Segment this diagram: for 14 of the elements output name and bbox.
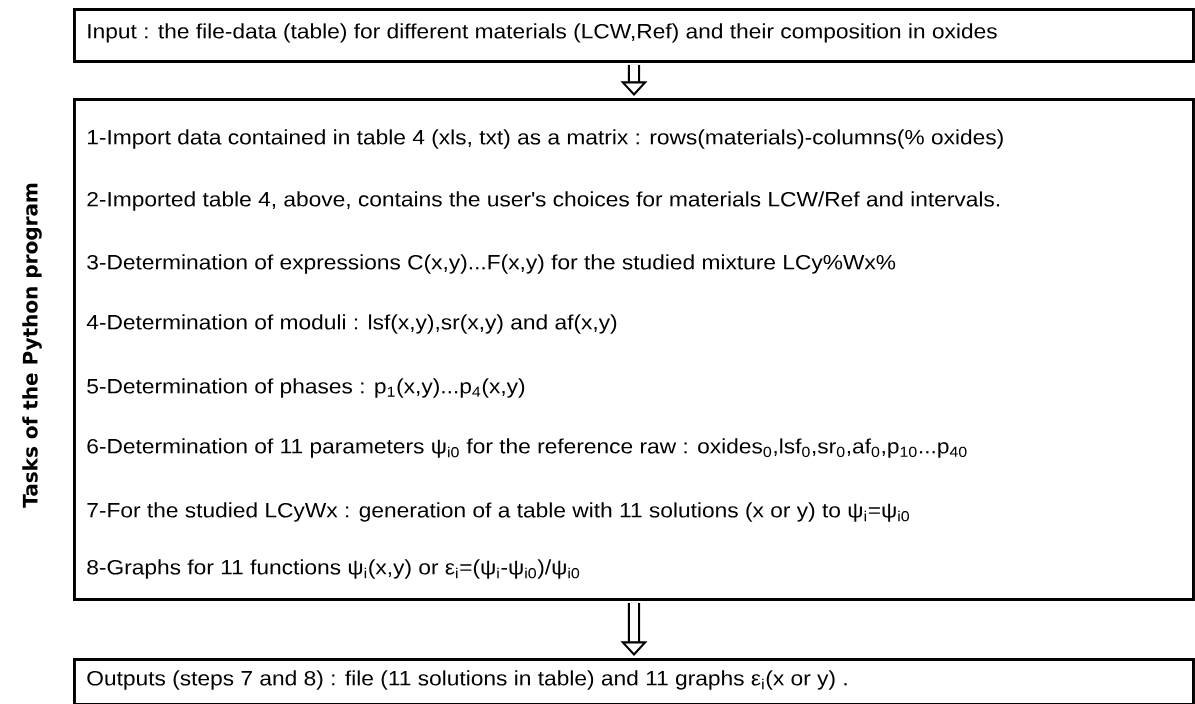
step-text: 8-Graphs for 11 functions ψ$_{i}$(x,y) or ε$_{i}$=(ψ$_{i}$-ψ$_{i0}$)/ψ$_{i0}$ bbox=[87, 559, 580, 579]
step-text: 1-Import data contained in table 4 (xls, txt) as a matrix : rows(materials)-columns(% oxides) bbox=[88, 129, 1003, 149]
side-label: Tasks of the Python program bbox=[22, 183, 42, 508]
process-box bbox=[73, 98, 1195, 601]
input-box bbox=[73, 8, 1195, 63]
step-text: 6-Determination of 11 parameters ψ$_{i0}$ for the reference raw : oxides$_{0}$,lsf$_{0}$,sr$_{0}$,af$_{0}$,p$_{10}$...p$_{40}$ bbox=[87, 438, 967, 458]
step-text: Outputs (steps 7 and 8) : file (11 solutions in table) and 11 graphs ε$_{i}$(x or y) . bbox=[87, 670, 847, 690]
step-text: Input : the file-data (table) for different materials (LCW,Ref) and their composition in oxides bbox=[88, 23, 997, 43]
output-box bbox=[73, 658, 1195, 704]
step-text: 2-Imported table 4, above, contains the user's choices for materials LCW/Ref and intervals. bbox=[87, 191, 1000, 211]
step-text: 7-For the studied LCyWx : generation of a table with 11 solutions (x or y) to ψ$_{i}$=ψ$_{i0}$ bbox=[87, 502, 909, 522]
step-text: 3-Determination of expressions C(x,y)...F(x,y) for the studied mixture LCy%Wx% bbox=[87, 254, 896, 274]
step-text: 4-Determination of moduli : lsf(x,y),sr(x,y) and af(x,y) bbox=[86, 314, 617, 334]
step-text: 5-Determination of phases : p$_{1}$(x,y)...p$_{4}$(x,y) bbox=[87, 378, 525, 398]
